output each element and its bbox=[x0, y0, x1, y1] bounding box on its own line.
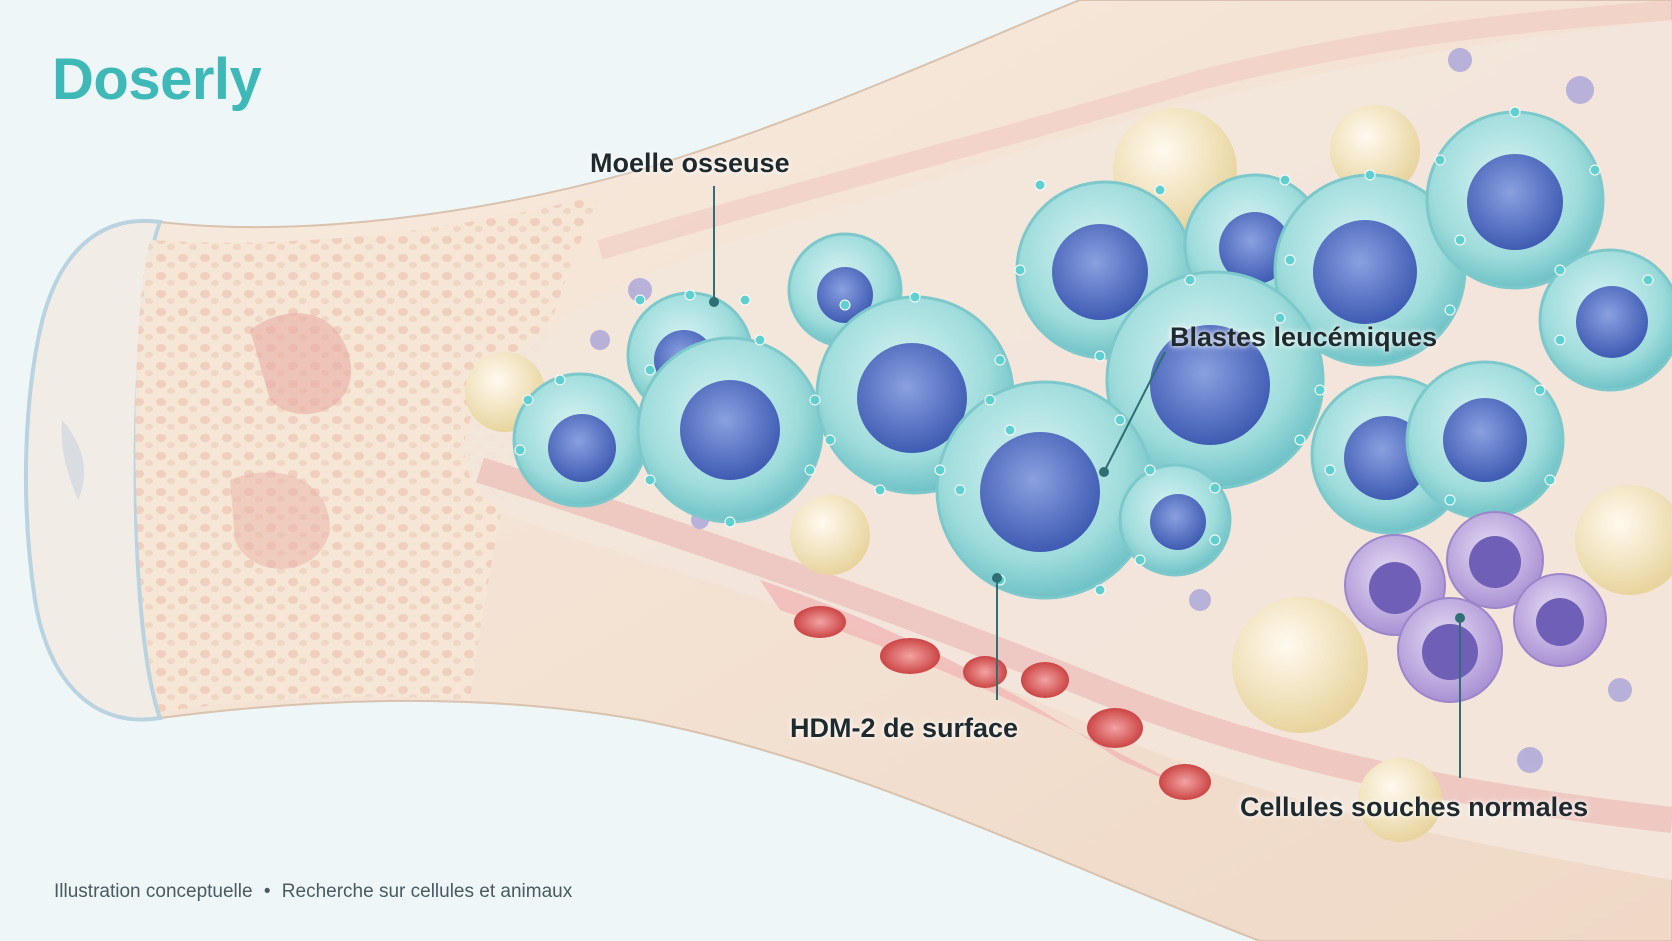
footer-caption-left: Illustration conceptuelle bbox=[54, 881, 253, 902]
footer-caption: Illustration conceptuelle • Recherche su… bbox=[54, 881, 572, 903]
brand-logo: Doserly bbox=[52, 47, 262, 112]
red-blood-cells bbox=[794, 606, 1211, 800]
normal-stem-cells bbox=[1344, 511, 1607, 703]
footer-caption-right: Recherche sur cellules et animaux bbox=[281, 881, 573, 902]
label-leukemic-blasts: Blastes leucémiques bbox=[1170, 322, 1438, 352]
leader-lines bbox=[709, 186, 1465, 778]
label-surface-hdm2: HDM-2 de surface bbox=[790, 713, 1019, 743]
surface-receptor-dots bbox=[514, 106, 1654, 596]
leukemic-blast-cells bbox=[512, 110, 1672, 600]
label-bone-marrow: Moelle osseuse bbox=[590, 148, 790, 178]
footer-separator: • bbox=[263, 881, 271, 902]
label-normal-stem-cells: Cellules souches normales bbox=[1240, 792, 1589, 822]
